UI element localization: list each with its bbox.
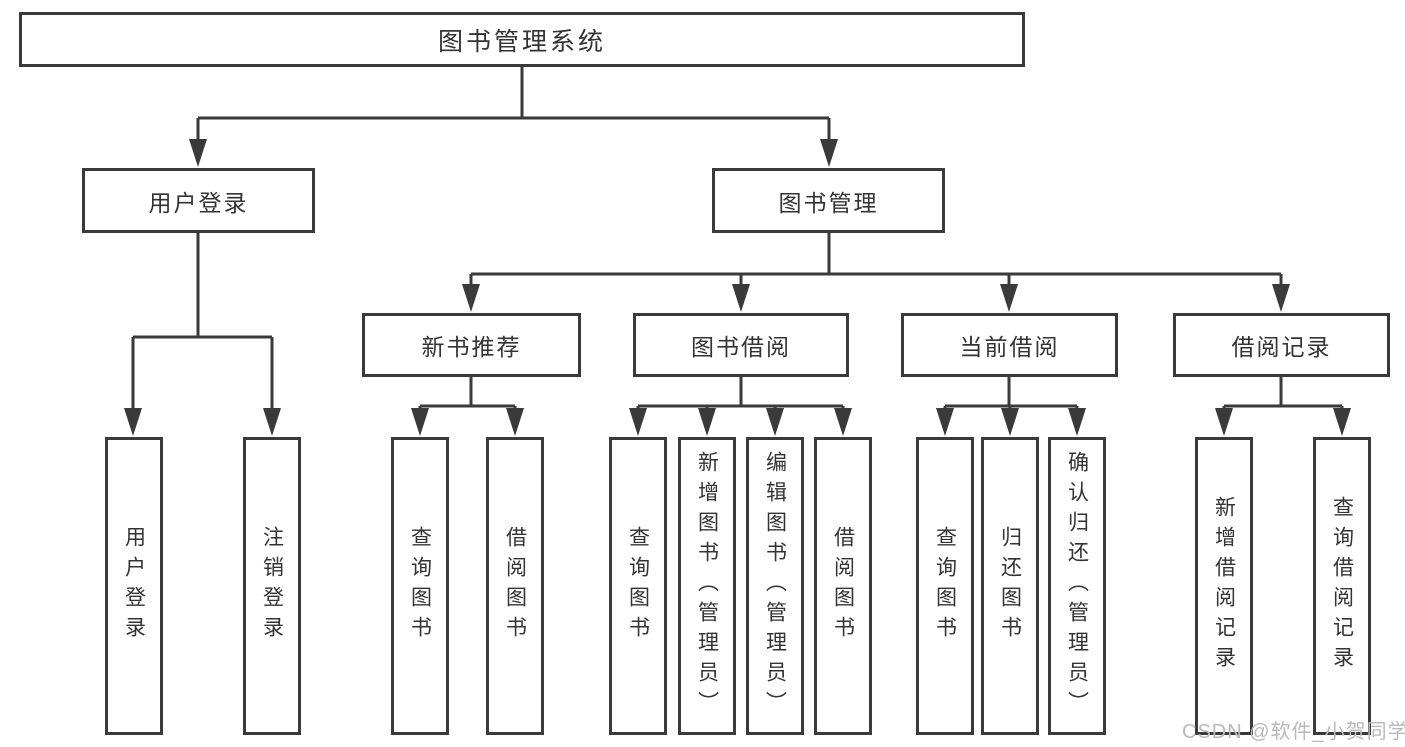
leaf-user-login: 用户登录 [105,437,163,735]
leaf-borrow-books-recommend: 借阅图书 [486,437,544,735]
leaf-label: 确认归还（管理员） [1065,451,1089,721]
leaf-query-borrow-record: 查询借阅记录 [1313,437,1371,735]
leaf-label: 查询图书 [408,526,432,646]
leaf-logout: 注销登录 [243,437,301,735]
leaf-label: 新增图书（管理员） [695,451,719,721]
watermark: CSDN @软件_小贺同学 [1182,721,1405,743]
node-new-book-recommendation: 新书推荐 [362,313,581,377]
node-user-login: 用户登录 [82,168,315,233]
leaf-label: 借阅图书 [503,526,527,646]
leaf-label: 查询图书 [933,526,957,646]
node-book-management: 图书管理 [712,168,945,233]
leaf-return-books: 归还图书 [981,437,1039,735]
node-label: 用户登录 [148,189,249,216]
leaf-label: 用户登录 [122,526,146,646]
node-borrowing-records: 借阅记录 [1173,313,1390,377]
connector-arrowheads [124,139,1351,436]
node-label: 借阅记录 [1231,334,1332,360]
leaf-confirm-return-admin: 确认归还（管理员） [1048,437,1106,735]
leaf-label: 查询图书 [626,526,650,646]
leaf-label: 新增借阅记录 [1212,496,1236,676]
leaf-label: 借阅图书 [831,526,855,646]
leaf-query-books-recommend: 查询图书 [391,437,449,735]
node-library-management-system: 图书管理系统 [19,12,1025,67]
node-current-borrowing: 当前借阅 [901,313,1118,377]
leaf-add-borrow-record: 新增借阅记录 [1195,437,1253,735]
node-label: 图书借阅 [691,334,791,360]
leaf-query-books-borrow: 查询图书 [609,437,667,735]
leaf-label: 注销登录 [260,526,284,646]
node-book-borrowing: 图书借阅 [633,313,849,377]
leaf-query-books-current: 查询图书 [916,437,974,735]
node-label: 新书推荐 [421,334,522,360]
leaf-label: 查询借阅记录 [1330,496,1354,676]
leaf-label: 归还图书 [998,526,1022,646]
node-label: 图书管理系统 [437,27,606,56]
node-label: 当前借阅 [959,334,1060,360]
leaf-edit-books-admin: 编辑图书（管理员） [746,437,804,735]
leaf-add-books-admin: 新增图书（管理员） [678,437,736,735]
leaf-label: 编辑图书（管理员） [763,451,787,721]
leaf-borrow-books: 借阅图书 [814,437,872,735]
node-label: 图书管理 [778,189,879,216]
